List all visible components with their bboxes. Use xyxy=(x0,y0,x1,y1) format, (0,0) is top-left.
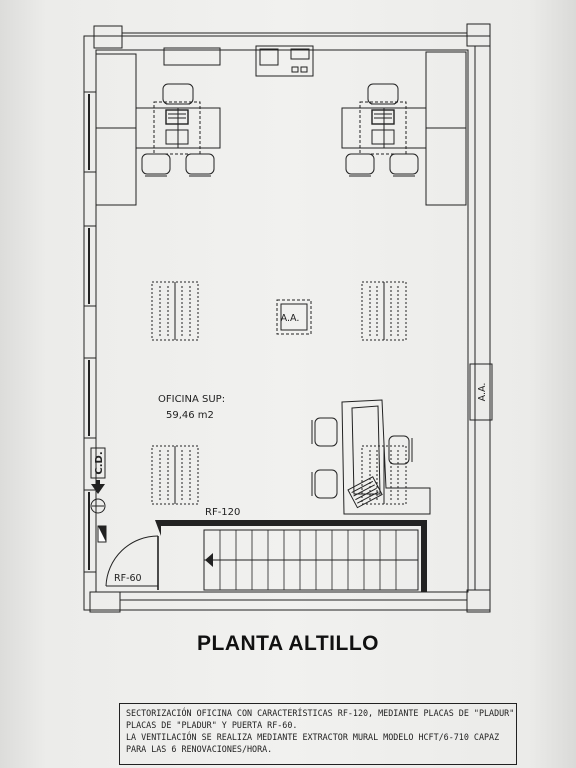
note-line: LA VENTILACIÓN SE REALIZA MEDIANTE EXTRA… xyxy=(126,732,500,742)
note-line: PARA LAS 6 RENOVACIONES/HORA. xyxy=(126,744,273,754)
cd-label: C.D. xyxy=(94,451,105,474)
reception-desk xyxy=(311,399,431,515)
left-desk-cluster xyxy=(135,83,221,177)
stair-enclosure xyxy=(155,520,427,592)
right-cabinets xyxy=(425,51,467,206)
ceiling-ac-unit xyxy=(276,299,312,335)
wall-ac-unit xyxy=(469,363,493,421)
left-cabinets xyxy=(95,53,137,206)
note-line: SECTORIZACIÓN OFICINA CON CARACTERÍSTICA… xyxy=(126,708,515,718)
room-area: 59,46 m2 xyxy=(166,410,214,421)
left-windows xyxy=(83,91,97,573)
ceiling-ac-label: A.A. xyxy=(281,313,300,324)
light-panel xyxy=(361,281,407,341)
note-line: PLACAS DE "PLADUR" Y PUERTA RF-60. xyxy=(126,720,298,730)
light-panel xyxy=(361,445,407,505)
notes-box: SECTORIZACIÓN OFICINA CON CARACTERÍSTICA… xyxy=(119,703,517,765)
cd-panel xyxy=(90,447,106,514)
rf120-label: RF-120 xyxy=(205,507,240,518)
top-shelf xyxy=(163,47,221,66)
right-desk-cluster xyxy=(341,83,427,177)
plan-title: PLANTA ALTILLO xyxy=(197,632,379,655)
rf60-label: RF-60 xyxy=(114,573,142,584)
room-name: OFICINA SUP: xyxy=(158,394,225,405)
wall-ac-label: A.A. xyxy=(477,383,488,402)
rf60-door xyxy=(97,525,159,590)
light-panel xyxy=(151,281,199,341)
kitchenette xyxy=(255,45,314,77)
outer-walls xyxy=(83,23,491,613)
light-panel xyxy=(151,445,199,505)
